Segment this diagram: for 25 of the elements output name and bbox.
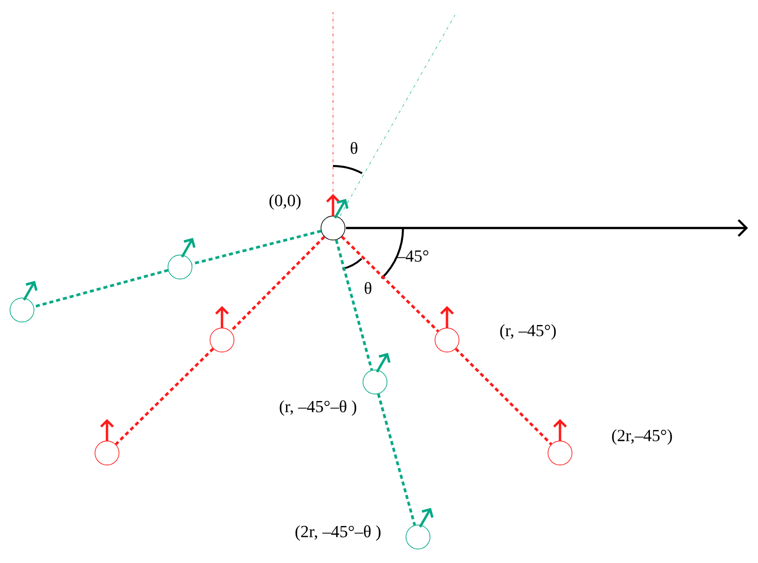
angle-label: –45° bbox=[396, 250, 428, 262]
dashed-line bbox=[192, 230, 322, 266]
circle-marker bbox=[362, 370, 388, 394]
coordinate-label: (2r, –45°–θ ) bbox=[296, 525, 380, 541]
dashed-line bbox=[454, 348, 552, 446]
circle-marker bbox=[406, 524, 430, 550]
dashed-line bbox=[340, 236, 440, 332]
circle-marker bbox=[434, 328, 460, 352]
dashed-line bbox=[114, 348, 214, 446]
angle-label: θ bbox=[350, 142, 358, 154]
dashed-line bbox=[230, 236, 326, 332]
coordinate-label: (r, –45°) bbox=[500, 324, 556, 340]
dashed-line bbox=[377, 394, 416, 526]
circle-marker bbox=[168, 254, 192, 280]
circle-marker bbox=[320, 216, 346, 240]
circle-marker bbox=[210, 328, 234, 352]
coordinate-label: (2r,–45°) bbox=[612, 429, 672, 445]
dashed-line bbox=[335, 240, 373, 370]
circle-marker bbox=[94, 440, 120, 466]
circle-marker bbox=[10, 298, 34, 322]
coordinate-label: (r, –45°–θ ) bbox=[280, 400, 356, 416]
coordinate-label: (0,0) bbox=[269, 194, 301, 210]
dashed-line bbox=[34, 269, 168, 308]
circle-marker bbox=[548, 440, 572, 466]
angle-label: θ bbox=[364, 282, 372, 294]
